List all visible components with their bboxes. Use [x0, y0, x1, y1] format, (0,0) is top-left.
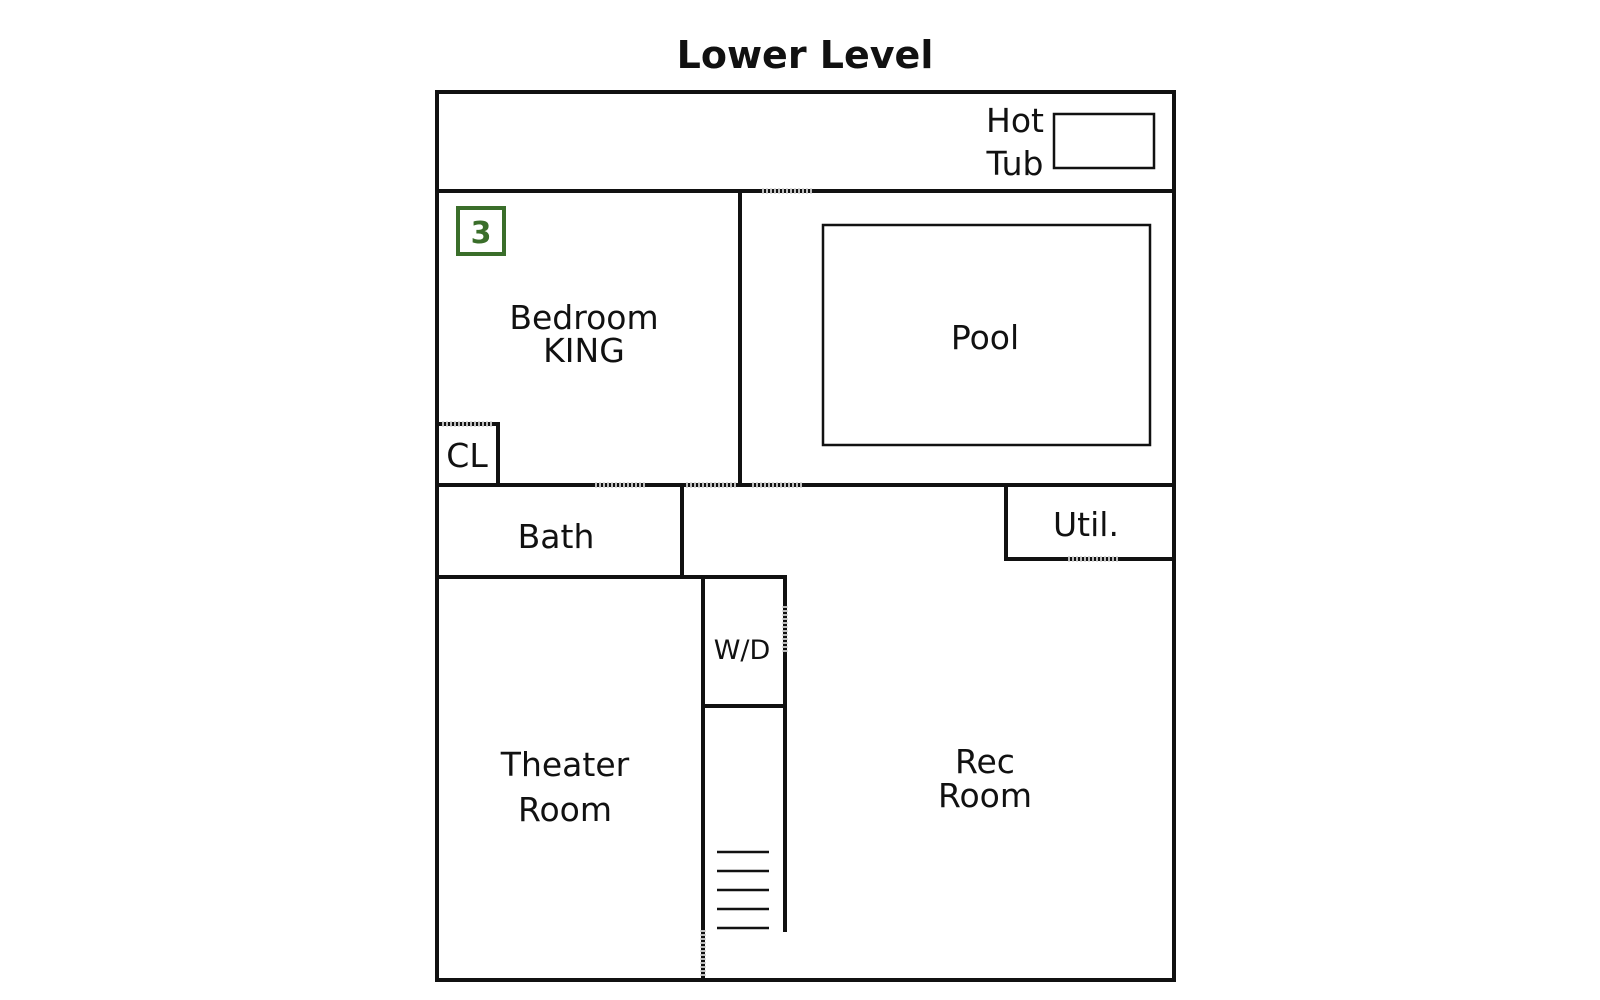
staircase	[717, 850, 769, 930]
bedroom-label-line2: KING	[543, 331, 625, 370]
plan-title: Lower Level	[677, 33, 934, 77]
utility-label: Util.	[1053, 505, 1119, 544]
theater-label-line1: Theater	[500, 745, 630, 784]
closet-label: CL	[446, 436, 488, 475]
bath-label: Bath	[518, 517, 595, 556]
rec-room-label-line1: Rec	[955, 742, 1015, 781]
pool-fixture	[821, 223, 1152, 447]
hot-tub-label-line2: Tub	[985, 144, 1043, 183]
laundry-label: W/D	[714, 635, 771, 666]
theater-label-line2: Room	[518, 790, 612, 829]
rec-room-label-line2: Room	[938, 776, 1032, 815]
bedroom-number-badge: 3	[456, 206, 506, 256]
outer-wall	[435, 90, 1176, 982]
hot-tub-label-line1: Hot	[986, 101, 1044, 140]
bedroom-label-line1: Bedroom	[509, 298, 658, 337]
hot-tub-fixture	[1052, 112, 1156, 170]
pool-label: Pool	[951, 318, 1019, 357]
bedroom-number: 3	[471, 216, 492, 251]
